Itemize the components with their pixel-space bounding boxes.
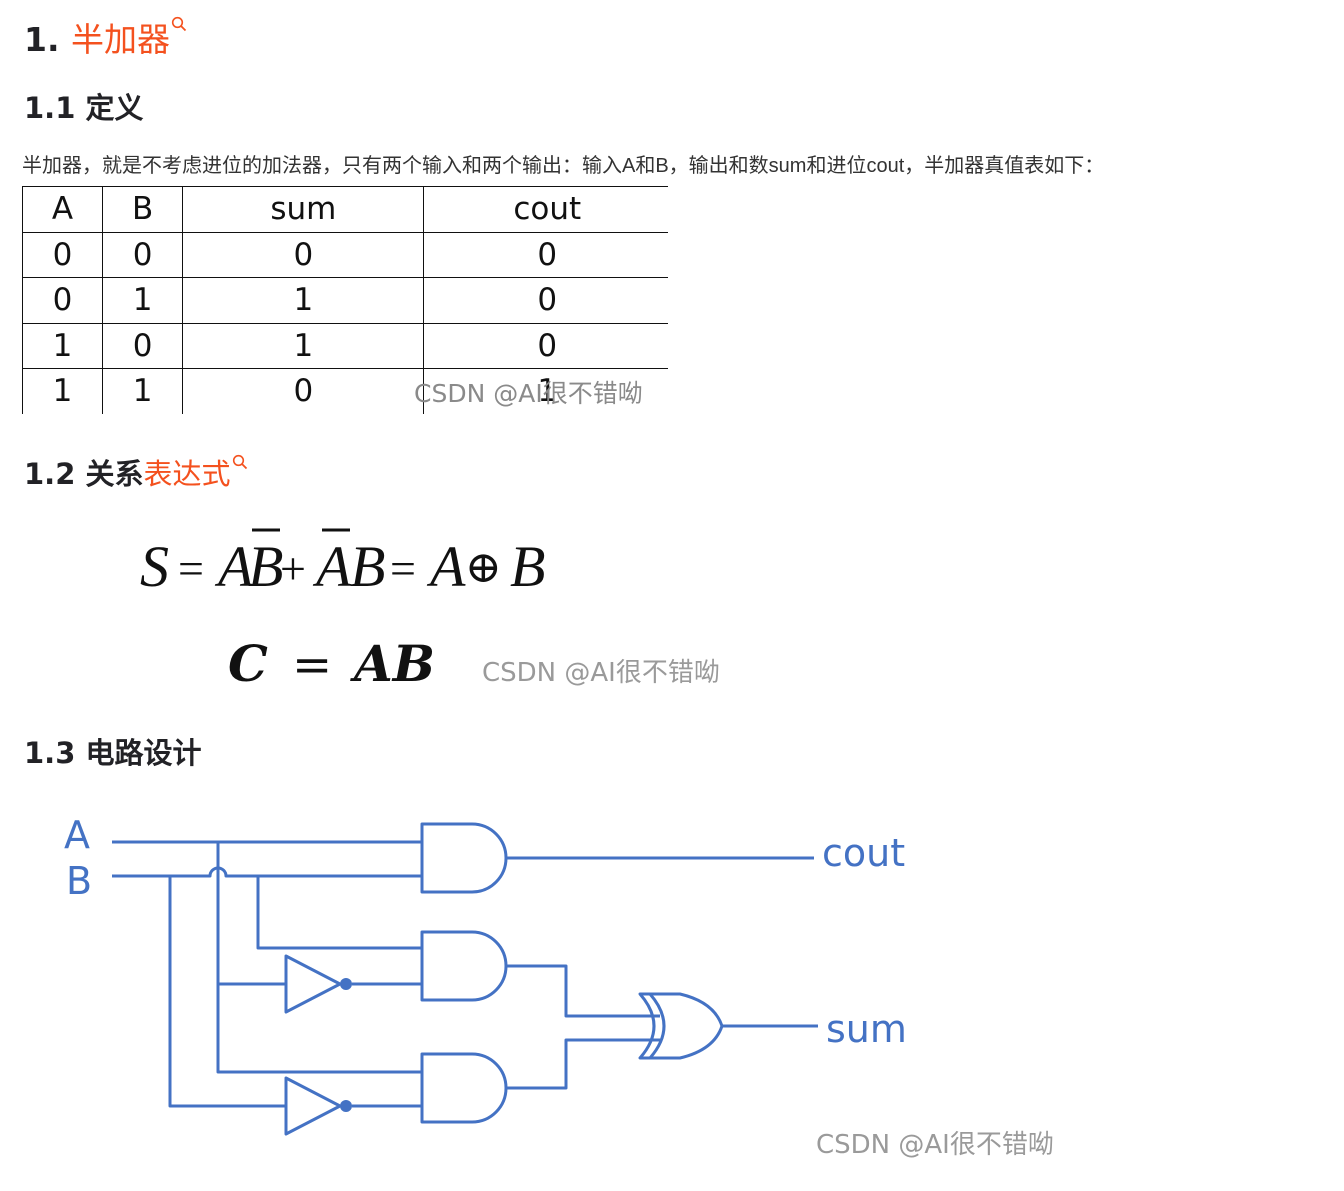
not-gate-2 [284, 1076, 342, 1136]
formula-equals: = [178, 543, 204, 594]
half-adder-keyword-link[interactable]: 半加器 [71, 20, 170, 59]
and-gate-2 [420, 930, 508, 1002]
wire-a-not [216, 842, 286, 986]
table-cell: 0 [423, 231, 668, 278]
formula-a-2: A [426, 534, 466, 599]
formula-ab: AB [350, 634, 435, 693]
header-b: B [101, 186, 183, 232]
table-cell: 0 [22, 231, 103, 278]
watermark: CSDN @AI很不错呦 [816, 1130, 1054, 1160]
sum-formula: S = A B + A B = A ⊕ B [140, 528, 545, 599]
table-row: 1 1 0 1 [22, 368, 668, 414]
watermark: CSDN @AI很不错呦 [414, 379, 643, 408]
header-sum: sum [182, 186, 424, 232]
section-1-heading: 1. 半加器 [24, 14, 187, 66]
table-cell: 0 [101, 322, 183, 369]
section-1-3-heading: 1.3 电路设计 [24, 736, 202, 770]
table-row: 0 1 1 0 [22, 277, 668, 323]
output-sum-label: sum [826, 1007, 907, 1051]
formula-c: C [228, 634, 268, 693]
table-cell: 0 [423, 277, 668, 323]
table-row: 1 0 1 0 [22, 322, 668, 369]
search-icon[interactable] [171, 16, 187, 32]
watermark: CSDN @AI很不错呦 [482, 658, 720, 688]
truth-table-image: A B sum cout 0 0 0 0 0 1 1 0 1 0 1 0 1 1… [22, 186, 668, 418]
section-1-2-heading: 1.2 关系表达式 [24, 452, 248, 496]
table-cell: 1 [182, 277, 424, 323]
formula-xor: ⊕ [465, 543, 502, 592]
table-header-row: A B sum cout [22, 186, 668, 232]
formula-b-2: B [510, 534, 545, 599]
search-icon[interactable] [232, 454, 248, 470]
formula-a: A [214, 534, 254, 599]
wire-b-and2 [256, 876, 422, 950]
wire-b [112, 866, 422, 878]
table-cell: 1 [101, 368, 183, 414]
table-cell: 0 [22, 277, 103, 323]
wire-and3-out [506, 1038, 660, 1090]
not-bubble [340, 1100, 352, 1112]
table-row: 0 0 0 0 [22, 231, 668, 278]
table-cell: 1 [22, 322, 103, 369]
table-cell: 0 [101, 231, 183, 278]
header-cout: cout [423, 186, 668, 232]
not-gate-1 [284, 954, 342, 1014]
section-1-2-prefix: 1.2 关系 [24, 457, 144, 491]
table-cell: 1 [101, 277, 183, 323]
and-gate-1 [420, 822, 508, 894]
and-gate-3 [420, 1052, 508, 1124]
wire-a-and3 [216, 984, 422, 1074]
formula-s: S [140, 534, 169, 599]
formula-a-bar: A [312, 534, 352, 599]
table-cell: 1 [182, 322, 424, 369]
formula-equals: = [292, 637, 332, 693]
output-cout-label: cout [822, 831, 905, 875]
or-gate-inner [648, 993, 666, 1059]
table-cell: 1 [22, 368, 103, 414]
table-cell: 0 [423, 322, 668, 369]
truth-table: A B sum cout 0 0 0 0 0 1 1 0 1 0 1 0 1 1… [22, 186, 668, 414]
expression-keyword-link[interactable]: 表达式 [143, 457, 231, 491]
intro-paragraph: 半加器，就是不考虑进位的加法器，只有两个输入和两个输出：输入A和B，输出和数su… [22, 155, 1105, 177]
input-a-label: A [64, 813, 90, 857]
wire-b-not [168, 876, 286, 1108]
section-1-1-heading: 1.1 定义 [24, 91, 144, 125]
carry-formula: C = AB [228, 634, 435, 693]
table-cell: 0 [182, 231, 424, 278]
formula-equals-2: = [390, 543, 416, 594]
wire-and2-out [506, 964, 660, 1018]
section-number: 1. [24, 20, 60, 59]
table-cell: 1 [423, 368, 668, 414]
half-adder-circuit: A B cout sum [64, 813, 907, 1136]
or-gate [638, 992, 724, 1060]
header-a: A [22, 186, 103, 232]
table-cell: 0 [182, 368, 424, 414]
not-bubble [340, 978, 352, 990]
formula-b-bar: B [248, 534, 283, 599]
formula-plus: + [280, 543, 306, 594]
formula-b: B [350, 534, 385, 599]
input-b-label: B [66, 859, 92, 903]
